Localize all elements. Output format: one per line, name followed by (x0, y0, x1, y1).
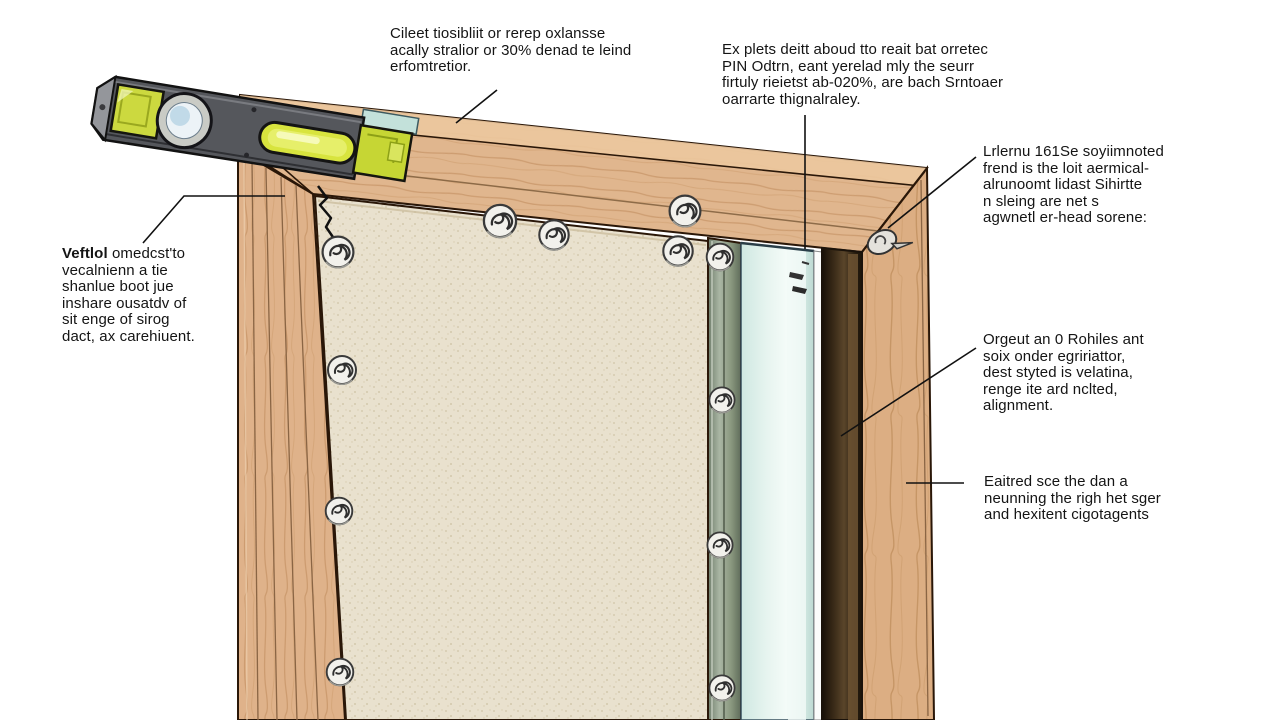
screw-head (482, 203, 518, 239)
screw-head (327, 355, 357, 386)
level-end-vial (109, 83, 166, 140)
reveal-gap (813, 250, 823, 720)
glass-strip (740, 241, 815, 720)
annotation-left: Veftlol omedcst'to vecalnienn a tie shan… (62, 245, 237, 345)
leader-line-upper-right (887, 156, 977, 229)
leader-line-mid-right (840, 347, 977, 437)
anchor-screw (866, 229, 914, 255)
metal-channel-strip (707, 236, 742, 720)
left-jamb-wood (237, 148, 347, 720)
annotation-lower-right: Eaitred sce the dan a neunning the righ … (984, 473, 1161, 523)
annotation-upper-right: Lrlernu 161Se soyiimnoted frend is the l… (983, 143, 1164, 226)
leader-line-left (142, 195, 285, 244)
screw-head (668, 194, 702, 228)
screw-head (662, 235, 694, 268)
screw-head (321, 235, 355, 269)
screw-head (325, 657, 355, 687)
screw-head (538, 219, 570, 252)
level-center-vial (258, 120, 357, 165)
wall-panel (313, 194, 709, 720)
glazing-clips (789, 261, 810, 294)
annotation-mid-right: Orgeut an 0 Rohiles ant soix onder egrir… (983, 331, 1144, 414)
level-bubble-window (155, 92, 213, 150)
dark-reveal-channel (821, 246, 863, 720)
annotation-top-right: Ex plets deitt aboud tto reait bat orret… (722, 41, 1004, 108)
level-right-vial-block (351, 123, 414, 183)
screw-head (705, 242, 735, 272)
screw-head (324, 496, 354, 526)
screw-head (706, 531, 734, 559)
annotation-left-rest: omedcst'to vecalnienn a tie shanlue boot… (62, 245, 195, 345)
annotation-top-left: Cileet tiosibliit or rerep oxlansse acal… (390, 25, 632, 75)
screw-head (708, 386, 736, 414)
screw-head (708, 674, 736, 702)
leader-line-top-left (455, 89, 498, 124)
annotation-left-lead: Veftlol (62, 245, 108, 262)
spirit-level (90, 74, 420, 183)
